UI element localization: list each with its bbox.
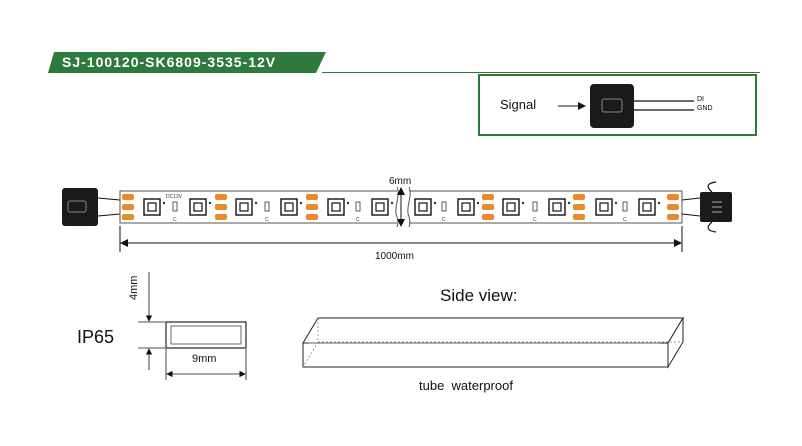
solder-pad [482,214,494,220]
solder-pad [667,194,679,200]
led-chip-lens [599,202,609,212]
voltage-mark: DC12V [166,194,183,200]
led-chip-dot [433,201,437,205]
led-chip-lens [147,202,157,212]
resistor [532,201,538,212]
cut-mark: C [623,217,627,223]
led-chip-dot [346,201,350,205]
left-wire-1 [97,197,121,201]
cut-mark: C [442,217,446,223]
led-strip-elements: DC12V C C C C C C [122,194,679,223]
solder-pad [667,204,679,210]
solder-pad [573,214,585,220]
solder-pad [215,194,227,200]
solder-pad [667,214,679,220]
resistor [355,201,361,212]
ip-rating-label: IP65 [77,327,115,347]
left-connector [62,188,98,226]
right-cable-bottom [707,221,717,233]
resistor [441,201,447,212]
strip-gap [397,187,409,227]
led-chip-lens [461,202,471,212]
solder-pad [306,194,318,200]
title-banner [48,52,326,73]
led-chip-lens [642,202,652,212]
led-chip-lens [331,202,341,212]
solder-pad [482,204,494,210]
led-chip-dot [521,201,525,205]
led-chip-dot [614,201,618,205]
wire-di-label: DI [697,96,704,103]
cross-section-inner [170,325,242,345]
right-wire-2 [681,213,701,217]
led-chip-lens [193,202,203,212]
solder-pad [215,204,227,210]
left-connector-port [67,200,87,213]
solder-pad [573,194,585,200]
tube-hidden-edge-2 [302,341,319,368]
led-chip-lens [284,202,294,212]
header-rule [322,72,760,73]
solder-pad [122,214,134,220]
led-chip-lens [375,202,385,212]
side-view-caption: tube waterproof [419,378,513,393]
product-title: SJ-100120-SK6809-3535-12V [62,54,277,70]
led-chip-lens [506,202,516,212]
cut-mark: C [265,217,269,223]
solder-pad [306,214,318,220]
led-chip-lens [418,202,428,212]
led-chip-lens [239,202,249,212]
led-chip-dot [208,201,212,205]
left-wire-2 [97,213,121,217]
solder-pad [573,204,585,210]
solder-pad [215,214,227,220]
cut-mark: C [356,217,360,223]
solder-pad [306,204,318,210]
tube-top-face [302,317,684,344]
led-chip-dot [657,201,661,205]
led-chip-dot [162,201,166,205]
signal-label: Signal [500,97,537,112]
signal-connector-port [601,98,623,113]
cut-mark: C [173,217,177,223]
cs-height-label: 4mm [128,275,140,300]
cut-mark: C [533,217,537,223]
solder-pad [482,194,494,200]
side-view-title: Side view: [440,286,518,305]
break-line-right [407,186,411,228]
led-chip-dot [390,201,394,205]
signal-connector [590,84,634,128]
cs-width-label: 9mm [192,353,217,365]
strip-width-label: 6mm [389,176,412,187]
solder-pad [122,204,134,210]
tube-front-face [302,342,669,368]
led-chip-dot [299,201,303,205]
right-cable-top [707,181,717,193]
resistor [622,201,628,212]
wire-gnd-label: GND [697,105,713,112]
solder-pad [122,194,134,200]
led-chip-dot [567,201,571,205]
right-wire-1 [681,197,701,201]
led-chip-lens [552,202,562,212]
resistor [172,201,178,212]
led-chip-dot [476,201,480,205]
resistor [264,201,270,212]
led-chip-dot [254,201,258,205]
strip-length-label: 1000mm [375,251,414,262]
